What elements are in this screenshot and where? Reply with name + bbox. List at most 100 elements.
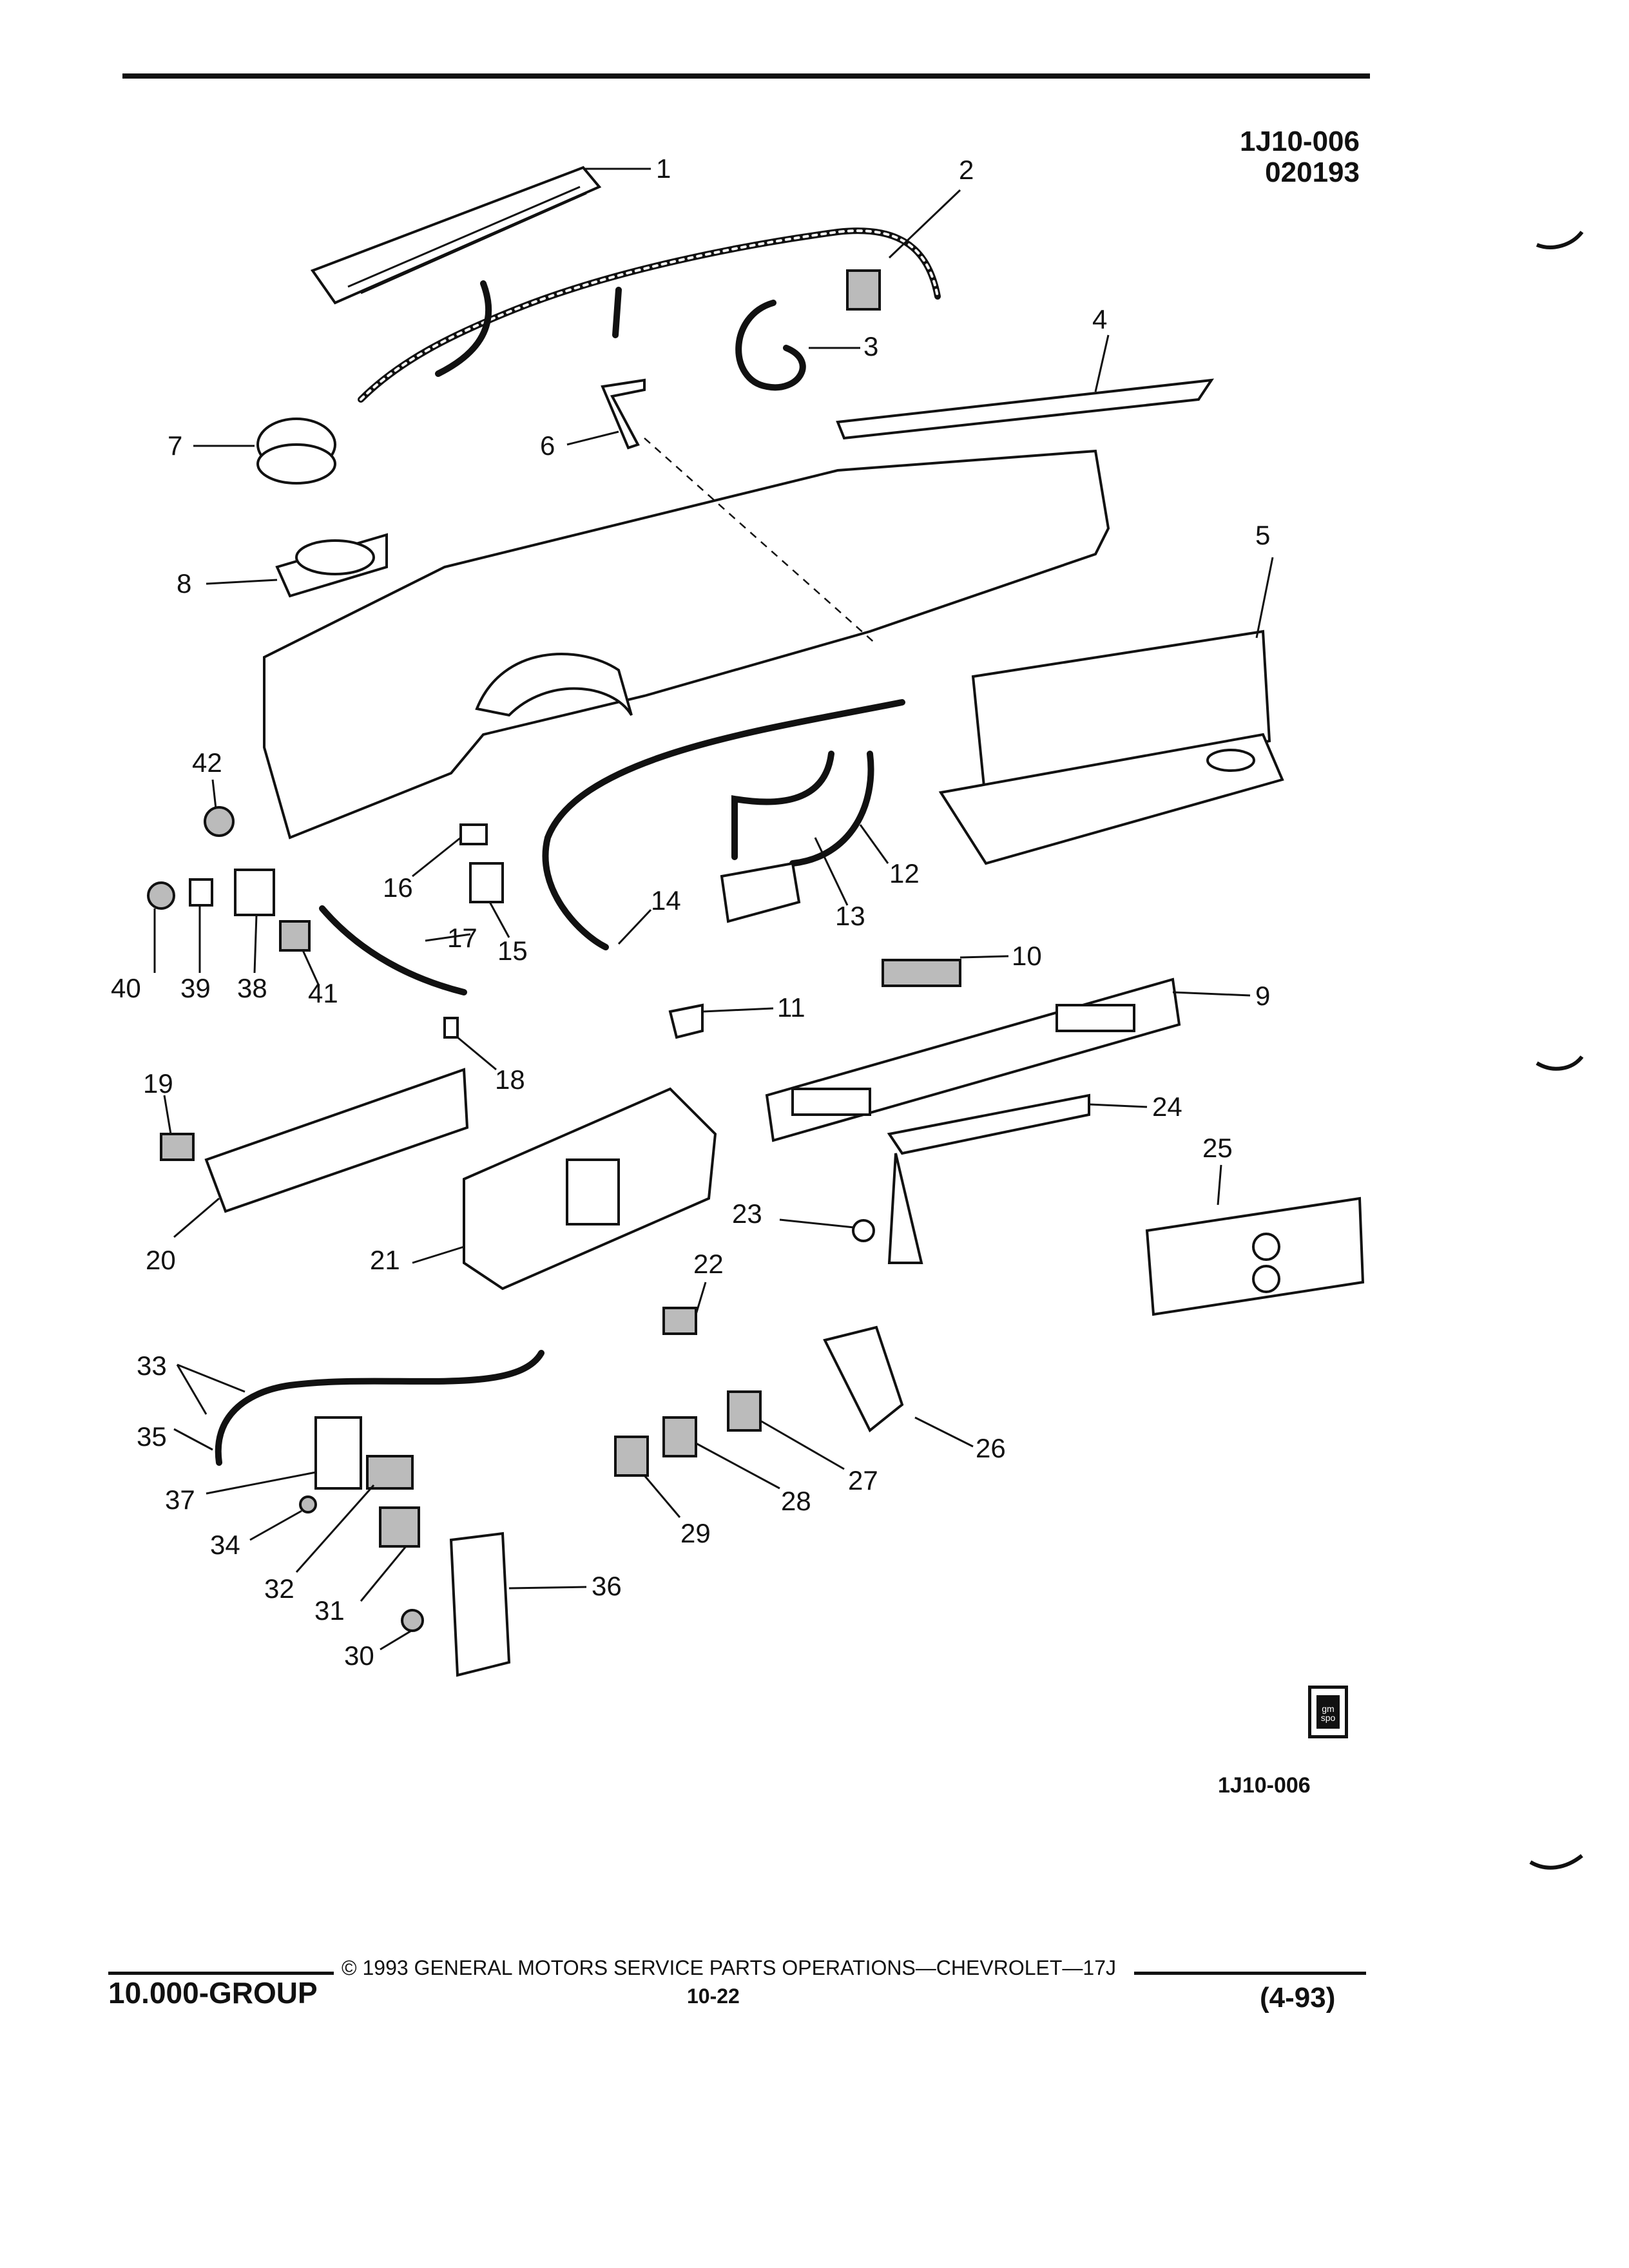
part-27-switch [727,1390,845,1470]
part-8-speaker-mount [206,533,388,598]
callout-8: 8 [177,568,191,599]
callout-34: 34 [210,1530,240,1560]
callout-17: 17 [447,923,477,953]
footer-date: (4-93) [1260,1982,1336,2013]
callout-14: 14 [651,885,681,916]
callout-numbers: 1 2 3 4 5 6 7 8 9 10 11 12 13 14 15 16 1… [111,153,1270,1671]
callout-9: 9 [1255,981,1270,1011]
part-22-connector [662,1282,707,1335]
callout-18: 18 [495,1064,525,1095]
part-37-bracket [206,1416,362,1495]
footer-copyright: © 1993 GENERAL MOTORS SERVICE PARTS OPER… [342,1956,1116,1979]
part-1-defroster-grille [310,166,651,305]
part-7-speaker [193,418,336,485]
callout-28: 28 [781,1486,811,1516]
part-41-relay [279,920,320,986]
callout-26: 26 [976,1433,1006,1463]
top-rule [122,73,1370,79]
part-13-control-cable [720,751,849,923]
part-2-wiring-harness [358,189,961,403]
callout-7: 7 [168,430,182,461]
part-24-radio-bracket [887,1093,1148,1264]
part-26-console-trim [823,1325,974,1448]
part-30-clip [380,1609,424,1651]
callout-2: 2 [959,155,974,185]
part-18-clip [443,1017,497,1071]
callout-19: 19 [143,1068,173,1099]
callout-21: 21 [370,1245,400,1275]
part-10-switch [882,955,1009,987]
footer-page-number: 10-22 [687,1984,740,2008]
callout-42: 42 [192,747,222,778]
figure-code-line1: 1J10-006 [1240,126,1360,157]
figure-code: 1J10-006 020193 [1173,126,1360,188]
callout-30: 30 [344,1640,374,1671]
part-23-screw [779,1218,875,1242]
part-40-grommet [147,881,175,973]
callout-5: 5 [1255,520,1270,550]
callout-23: 23 [732,1198,762,1229]
callout-12: 12 [889,858,920,889]
part-6-bracket [566,378,646,450]
part-36-bezel [449,1532,587,1677]
callout-38: 38 [237,973,267,1003]
part-9-trim-plate [765,977,1251,1142]
figure-code-bottom: 1J10-006 [1218,1773,1311,1798]
callout-36: 36 [592,1571,622,1601]
part-33-screw [176,1363,246,1415]
callout-1: 1 [656,153,671,184]
callout-20: 20 [146,1245,176,1275]
callout-32: 32 [264,1573,294,1604]
callout-37: 37 [165,1485,195,1515]
callout-27: 27 [848,1465,878,1495]
part-28-switch [662,1416,780,1490]
part-4-grille [836,334,1215,440]
part-21-cluster-bezel [412,1087,717,1291]
gm-spo-logo: gm spo [1308,1686,1348,1738]
callout-3: 3 [863,331,878,361]
part-42-grommet [204,779,235,837]
callout-25: 25 [1202,1133,1233,1163]
callout-11: 11 [777,992,805,1023]
callout-16: 16 [383,872,413,903]
footer-rule-left [108,1972,334,1975]
callout-15: 15 [497,936,528,966]
part-35-harness [173,1350,545,1466]
callout-4: 4 [1092,304,1107,334]
gm-spo-logo-text: gm spo [1320,1704,1336,1723]
margin-mark-1 [1536,231,1584,249]
figure-code-line2: 020193 [1265,157,1360,188]
part-29-switch [614,1436,681,1518]
callout-41: 41 [308,978,338,1008]
margin-mark-2 [1536,1055,1584,1071]
callout-29: 29 [680,1518,711,1548]
part-12-cable [789,751,889,867]
part-14-cable [542,699,905,950]
part-3-harness [735,300,860,391]
part-38-bracket [234,869,275,974]
part-15-relay [469,862,510,938]
part-39-clip [189,878,213,973]
callout-39: 39 [180,973,211,1003]
callout-6: 6 [540,430,555,461]
part-20-knee-bolster [173,1068,469,1238]
part-11-clip [668,1003,774,1039]
part-25-radio [1145,1164,1365,1316]
callout-31: 31 [314,1595,345,1626]
callout-24: 24 [1152,1091,1182,1122]
part-5-glove-box [938,557,1284,865]
callout-13: 13 [835,901,865,931]
footer-rule-right [1134,1972,1366,1975]
callout-22: 22 [693,1249,724,1279]
callout-35: 35 [137,1421,167,1452]
margin-mark-3 [1529,1854,1583,1870]
callout-33: 33 [137,1350,167,1381]
part-16-bracket [412,823,488,878]
part-19-connector [160,1095,195,1161]
callout-40: 40 [111,973,141,1003]
part-34-screw [249,1495,317,1541]
footer-group: 10.000-GROUP [108,1976,318,2010]
part-32-switch [295,1455,414,1573]
